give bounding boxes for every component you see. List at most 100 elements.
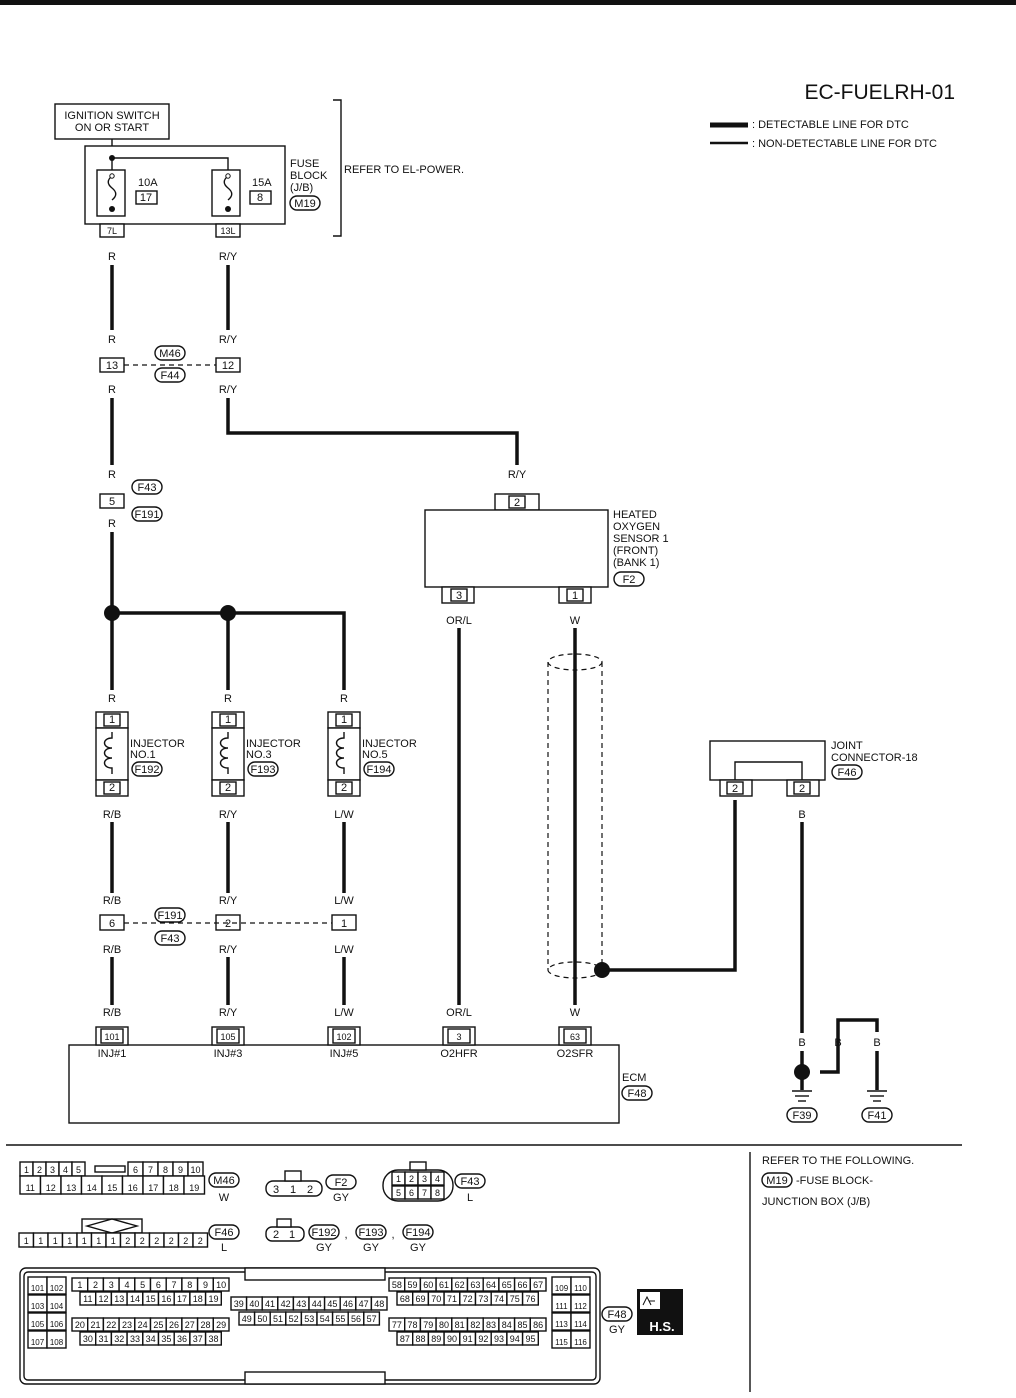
ecm-terminal-name: O2HFR bbox=[440, 1048, 477, 1060]
view-m46-color: W bbox=[219, 1192, 230, 1204]
injector-label-1: INJECTOR bbox=[130, 738, 185, 750]
m46-pin: 8 bbox=[163, 1165, 168, 1175]
f48-pin: 70 bbox=[431, 1294, 441, 1304]
reference-text2: JUNCTION BOX (J/B) bbox=[762, 1196, 870, 1208]
ground-icon bbox=[867, 1090, 887, 1102]
f48-pin: 15 bbox=[146, 1294, 156, 1304]
wire-color-label: R/Y bbox=[219, 334, 238, 346]
f48-pin: 18 bbox=[193, 1294, 203, 1304]
injector-pin-top-cell bbox=[219, 713, 237, 727]
legend-detectable: : DETECTABLE LINE FOR DTC bbox=[752, 119, 909, 131]
f48-pin: 57 bbox=[367, 1314, 377, 1324]
fuse-block-label-1: FUSE bbox=[290, 158, 319, 170]
ecm-pin: 105 bbox=[220, 1032, 235, 1042]
f48-pin: 84 bbox=[502, 1320, 512, 1330]
f43-pin: 2 bbox=[409, 1174, 414, 1184]
ecm-pin: 63 bbox=[570, 1032, 580, 1042]
m46-pin: 6 bbox=[133, 1165, 138, 1175]
injector-pin-bottom-cell bbox=[335, 781, 353, 795]
f48-pin: 73 bbox=[478, 1294, 488, 1304]
f48-pin: 63 bbox=[470, 1280, 480, 1290]
f48-pin: 62 bbox=[455, 1280, 465, 1290]
view-m46: M46 bbox=[213, 1175, 234, 1187]
view-injector-connector: F194 bbox=[405, 1227, 430, 1239]
view-injector-connector: F192 bbox=[311, 1227, 336, 1239]
f48-pin: 38 bbox=[208, 1334, 218, 1344]
f48-pin: 109 bbox=[555, 1284, 569, 1293]
f48-pin-cell bbox=[570, 1276, 591, 1295]
ground-f41: F41 bbox=[868, 1110, 887, 1122]
injector-pin-bottom: 2 bbox=[109, 782, 115, 794]
f48-pin: 101 bbox=[31, 1284, 45, 1293]
joint-pin-a: 2 bbox=[732, 783, 738, 795]
f48-pin: 14 bbox=[130, 1294, 140, 1304]
f48-pin: 79 bbox=[423, 1320, 433, 1330]
f48-pin: 46 bbox=[343, 1299, 353, 1309]
f48-pin: 86 bbox=[533, 1320, 543, 1330]
f48-pin: 65 bbox=[502, 1280, 512, 1290]
view-f43-color: L bbox=[467, 1192, 473, 1204]
connector-f46: F46 bbox=[838, 767, 857, 779]
f48-pin: 103 bbox=[31, 1302, 45, 1311]
injector-pin-bottom-cell bbox=[103, 781, 121, 795]
injector-pin-bottom: 2 bbox=[341, 782, 347, 794]
injector-coil-icon bbox=[219, 732, 229, 774]
f46-pin: 1 bbox=[53, 1236, 58, 1246]
f48-pin-cell bbox=[46, 1330, 67, 1349]
f48-pin: 49 bbox=[242, 1314, 252, 1324]
f48-pin: 110 bbox=[574, 1284, 587, 1293]
m46-pin-cell bbox=[183, 1175, 206, 1195]
fuse-block-label-2: BLOCK bbox=[290, 170, 328, 182]
f48-pin-cell bbox=[521, 1291, 539, 1306]
f46-pin: 1 bbox=[67, 1236, 72, 1246]
ignition-switch-box bbox=[54, 103, 170, 140]
connector-f191-b: F191 bbox=[157, 910, 182, 922]
injector-label-2: NO.1 bbox=[130, 749, 156, 761]
ecm-pin-cell bbox=[216, 1028, 240, 1044]
wire-r-bus bbox=[112, 611, 346, 690]
view-f2-color: GY bbox=[333, 1192, 350, 1204]
ecm-pin-cell bbox=[332, 1028, 356, 1044]
ecm-pin: 101 bbox=[104, 1032, 119, 1042]
f46-pin: 2 bbox=[183, 1236, 188, 1246]
wire-color-label: R/Y bbox=[219, 251, 238, 263]
f48-pin: 54 bbox=[320, 1314, 330, 1324]
f48-pin: 27 bbox=[185, 1320, 195, 1330]
wire-color-label: L/W bbox=[334, 809, 354, 821]
f48-pin: 17 bbox=[177, 1294, 187, 1304]
f48-pin: 36 bbox=[177, 1334, 187, 1344]
wire-color-label: R/Y bbox=[219, 1007, 238, 1019]
f48-pin: 34 bbox=[146, 1334, 156, 1344]
view-f48: F48 bbox=[608, 1309, 627, 1321]
m46-pin-12: 12 bbox=[222, 360, 234, 372]
splice-2 bbox=[220, 605, 236, 621]
top-border bbox=[0, 0, 1016, 5]
f43-pin-cell bbox=[430, 1185, 445, 1200]
f48-pin-cell bbox=[370, 1296, 388, 1311]
f48-pin-cell bbox=[570, 1294, 591, 1313]
f46-pin: 2 bbox=[198, 1236, 203, 1246]
o2-label-4: (FRONT) bbox=[613, 545, 658, 557]
injector-coil-icon bbox=[335, 732, 345, 774]
f48-pin: 47 bbox=[359, 1299, 369, 1309]
f48-pin: 5 bbox=[140, 1280, 145, 1290]
m46-pin: 11 bbox=[26, 1183, 35, 1193]
fuse2-number: 8 bbox=[257, 192, 263, 204]
o2-label-2: OXYGEN bbox=[613, 521, 660, 533]
f48-pin: 6 bbox=[156, 1280, 161, 1290]
wire-color-label: L/W bbox=[334, 944, 354, 956]
joint-connector-box bbox=[709, 740, 826, 781]
f2-pin: 1 bbox=[290, 1184, 296, 1196]
m46-pin: 16 bbox=[128, 1183, 138, 1193]
wire-color-label: R bbox=[108, 251, 116, 263]
m46-pin: 13 bbox=[66, 1183, 76, 1193]
f48-pin-cell bbox=[363, 1311, 381, 1326]
m46-pin: 3 bbox=[50, 1165, 55, 1175]
f48-pin: 19 bbox=[208, 1294, 218, 1304]
m46-pin: 18 bbox=[169, 1183, 179, 1193]
f48-pin: 108 bbox=[50, 1338, 64, 1347]
f2-pin: 2 bbox=[307, 1184, 313, 1196]
wire-color-label: W bbox=[570, 615, 581, 627]
splice-1 bbox=[104, 605, 120, 621]
f46-pin: 2 bbox=[125, 1236, 130, 1246]
